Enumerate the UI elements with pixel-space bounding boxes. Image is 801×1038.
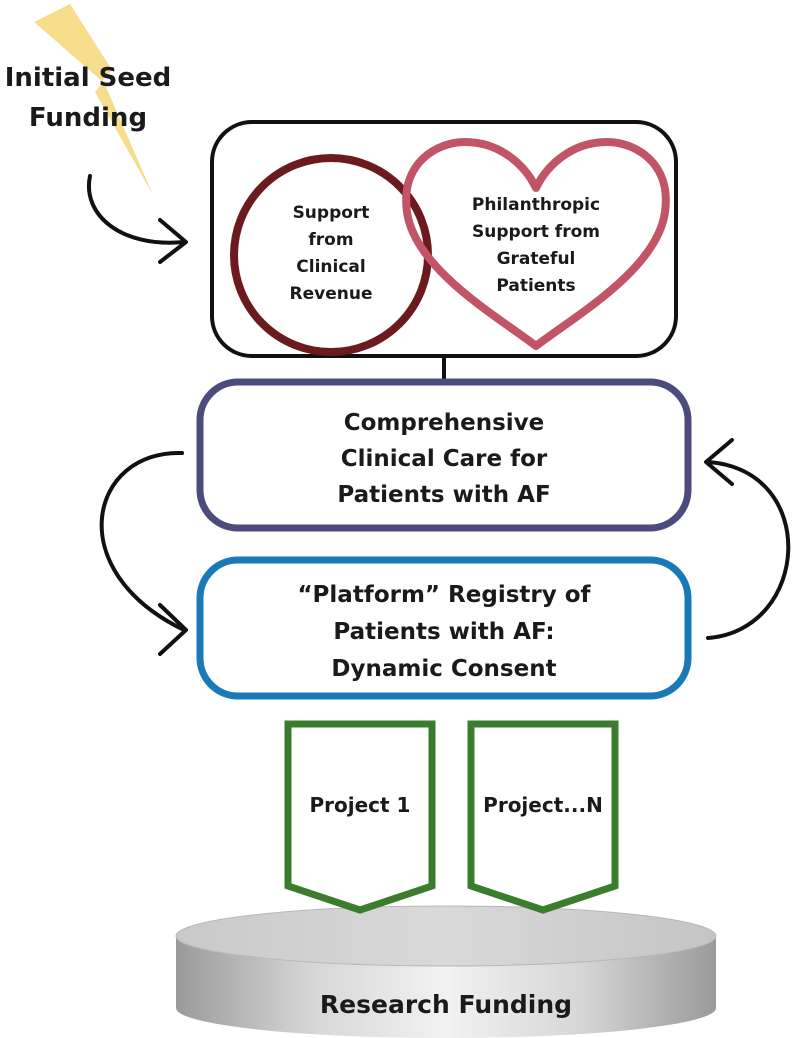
label-line: Patients with AF (337, 482, 550, 508)
research-funding-label: Research Funding (320, 990, 572, 1019)
label-line: Clinical (296, 257, 365, 277)
clinical-care-box (196, 378, 692, 532)
research-funding-platform (175, 905, 717, 1038)
heart-icon (402, 138, 670, 350)
project-shield-n: Project...N (467, 720, 619, 914)
label-line: Patients (496, 276, 575, 296)
label-line: Dynamic Consent (331, 656, 556, 682)
label-line: “Platform” Registry of (297, 582, 591, 608)
platform-registry-box (196, 556, 692, 700)
label-line: Support from (472, 222, 600, 242)
label-line: from (308, 230, 353, 250)
label-line: Funding (29, 103, 147, 133)
label-line: Grateful (497, 249, 576, 269)
platform-registry-label: “Platform” Registry of Patients with AF: D… (297, 582, 591, 682)
project-label: Project 1 (310, 793, 411, 817)
seed-arrow-icon (86, 174, 188, 264)
project-shield-1: Project 1 (284, 720, 436, 914)
project-label: Project...N (483, 793, 603, 817)
label-line: Comprehensive (344, 410, 545, 436)
label-line: Patients with AF: (333, 619, 554, 645)
lightning-bolt-icon (34, 4, 153, 195)
funding-sources-box (210, 120, 678, 358)
label-line: Revenue (290, 284, 373, 304)
label-line: Clinical Care for (341, 446, 548, 472)
right-cycle-arrow-icon (704, 438, 791, 640)
label-line: Support (293, 203, 370, 223)
label-line: Initial Seed (5, 63, 172, 93)
label-line: Philanthropic (472, 195, 600, 215)
left-cycle-arrow-icon (99, 450, 188, 656)
